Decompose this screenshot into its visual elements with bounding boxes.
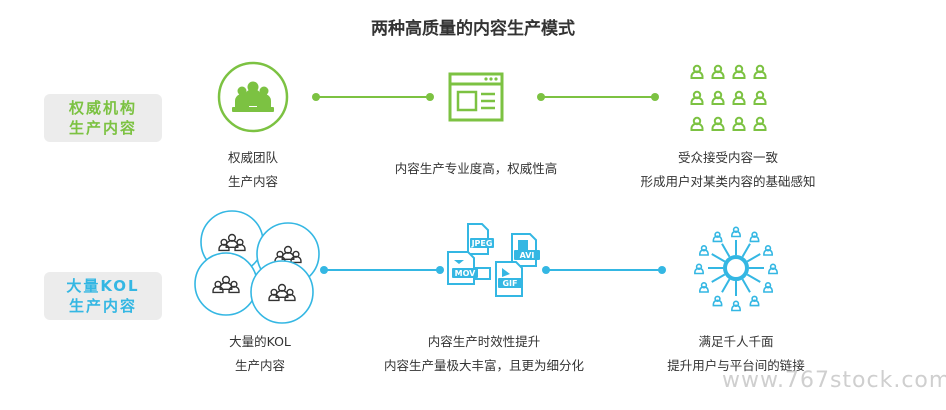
kol-group-icon	[250, 260, 314, 324]
person-icon	[732, 90, 746, 105]
network-user-icon	[749, 231, 760, 243]
caption-line: 满足千人千面	[698, 334, 774, 349]
file-label-mov: MOV	[455, 269, 477, 278]
network-user-icon	[712, 295, 723, 307]
kol-group-icon	[194, 252, 258, 316]
caption-line: 形成用户对某类内容的基础感知	[640, 174, 816, 189]
authority-badge-line1: 权威机构	[68, 99, 137, 117]
person-icon	[711, 64, 725, 79]
caption-line: 内容生产时效性提升	[427, 334, 541, 349]
caption-line: 内容生产专业度高，权威性高	[394, 161, 558, 176]
network-user-icon	[749, 295, 760, 307]
connector-line	[320, 266, 444, 274]
caption-line: 内容生产量极大丰富，且更为细分化	[383, 358, 584, 373]
authority-badge: 权威机构 生产内容	[44, 94, 162, 142]
person-icon	[753, 90, 767, 105]
kol-badge-line1: 大量KOL	[66, 277, 140, 295]
professional-content-caption: 内容生产专业度高，权威性高	[376, 157, 576, 181]
web-page-icon	[448, 72, 504, 122]
caption-line: 权威团队	[227, 150, 278, 165]
person-icon	[753, 64, 767, 79]
audience-perception-caption: 受众接受内容一致 形成用户对某类内容的基础感知	[628, 146, 828, 194]
network-link	[721, 243, 731, 258]
file-label-gif: GIF	[502, 279, 517, 288]
page-title: 两种高质量的内容生产模式	[371, 19, 575, 39]
network-link	[746, 253, 761, 263]
timeliness-caption: 内容生产时效性提升 内容生产量极大丰富，且更为细分化	[364, 330, 604, 378]
network-link	[746, 273, 761, 283]
network-user-icon	[699, 282, 709, 293]
network-user-icon	[694, 263, 704, 275]
person-icon	[690, 90, 704, 105]
connector-line	[537, 93, 659, 101]
person-icon	[690, 116, 704, 131]
network-user-icon	[712, 231, 723, 243]
person-icon	[732, 64, 746, 79]
audience-grid-icon	[690, 64, 767, 131]
caption-line: 受众接受内容一致	[677, 150, 778, 165]
caption-line: 生产内容	[227, 174, 278, 189]
caption-line: 提升用户与平台间的链接	[667, 358, 805, 373]
network-user-icon	[768, 263, 778, 275]
network-user-icon	[763, 245, 773, 256]
authority-team-caption: 权威团队 生产内容	[203, 146, 303, 194]
kol-caption: 大量的KOL 生产内容	[210, 330, 310, 378]
watermark: www.767stock.com	[722, 368, 946, 393]
network-link	[711, 273, 726, 283]
personalization-caption: 满足千人千面 提升用户与平台间的链接	[636, 330, 836, 378]
kol-badge: 大量KOL 生产内容	[44, 272, 162, 320]
network-link	[711, 253, 726, 263]
network-user-icon	[731, 300, 741, 312]
hub-icon	[723, 255, 749, 281]
authority-badge-line2: 生产内容	[68, 119, 137, 137]
file-label-avi: AVI	[520, 251, 535, 260]
network-link	[721, 278, 731, 293]
caption-line: 生产内容	[234, 358, 285, 373]
caption-line: 大量的KOL	[229, 334, 291, 349]
network-link	[741, 278, 751, 293]
media-files-icon: JPEG AVI MOV GIF	[447, 223, 540, 297]
connector-line	[542, 266, 666, 274]
person-icon	[711, 90, 725, 105]
network-user-icon	[731, 226, 741, 238]
file-label-jpeg: JPEG	[471, 239, 493, 248]
network-link	[741, 243, 751, 258]
network-user-icon	[763, 282, 773, 293]
person-icon	[753, 116, 767, 131]
user-network-icon	[694, 226, 778, 312]
network-user-icon	[699, 245, 709, 256]
person-icon	[690, 64, 704, 79]
person-icon	[732, 116, 746, 131]
kol-groups-icon	[194, 210, 320, 324]
person-icon	[711, 116, 725, 131]
team-meeting-icon	[217, 61, 289, 133]
connector-line	[312, 93, 434, 101]
kol-badge-line2: 生产内容	[68, 297, 137, 315]
